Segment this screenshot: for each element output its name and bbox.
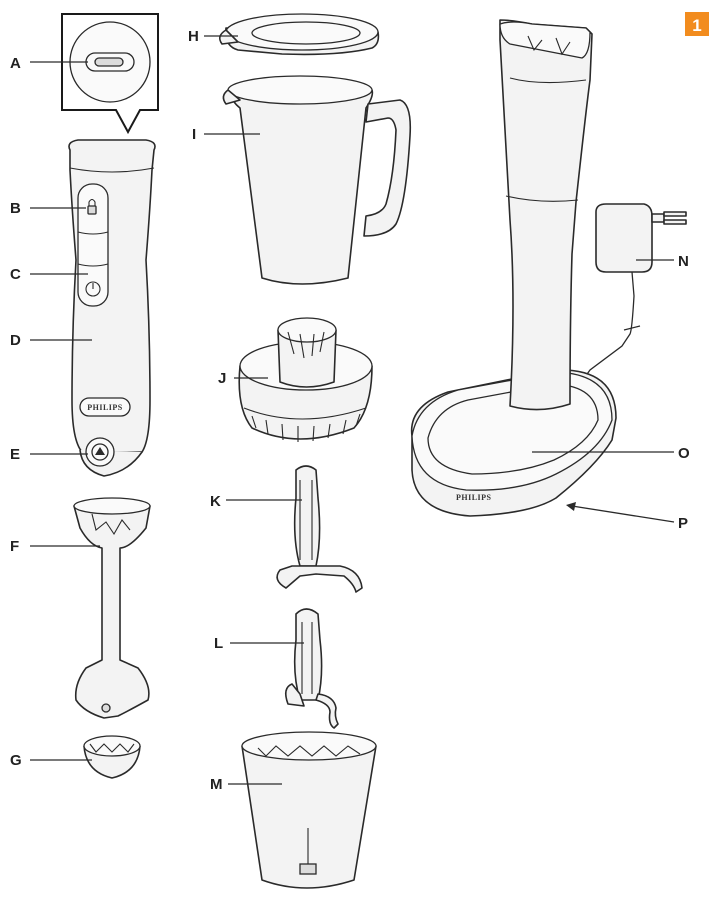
- chopper: [238, 317, 373, 442]
- label-O: O: [532, 445, 690, 462]
- motor-unit: PHILIPS: [68, 139, 156, 477]
- chopper-bowl: [241, 731, 377, 889]
- label-E: E: [10, 446, 88, 463]
- label-L-text: L: [214, 635, 223, 652]
- label-J-text: J: [218, 370, 226, 387]
- charger-adapter: [579, 203, 687, 385]
- label-D-text: D: [10, 332, 21, 349]
- label-C-text: C: [10, 266, 21, 283]
- label-G: G: [10, 752, 92, 769]
- figure-number-badge: 1: [685, 12, 709, 36]
- label-I-text: I: [192, 126, 196, 143]
- lock-icon: [87, 198, 97, 215]
- label-B: B: [10, 200, 86, 217]
- label-N: N: [636, 253, 689, 270]
- label-F-text: F: [10, 538, 19, 555]
- charging-stand: PHILIPS: [410, 19, 617, 517]
- label-P-text: P: [678, 515, 688, 532]
- label-J: J: [218, 370, 268, 387]
- beaker: [222, 75, 412, 285]
- blender-bar: [73, 497, 151, 719]
- label-E-text: E: [10, 446, 20, 463]
- label-H: H: [188, 28, 238, 45]
- label-K: K: [210, 493, 302, 510]
- label-A: A: [10, 55, 88, 72]
- label-M: M: [210, 776, 282, 793]
- badge-background: [685, 12, 709, 36]
- label-D: D: [10, 332, 92, 349]
- label-L: L: [214, 635, 304, 652]
- label-O-text: O: [678, 445, 690, 462]
- lock-indicator-inset: [61, 13, 159, 135]
- label-B-text: B: [10, 200, 21, 217]
- label-N-text: N: [678, 253, 689, 270]
- label-I: I: [192, 126, 260, 143]
- label-M-text: M: [210, 776, 223, 793]
- label-P: P: [566, 502, 688, 532]
- label-F: F: [10, 538, 100, 555]
- label-C: C: [10, 266, 88, 283]
- whisk-coupler: [276, 465, 363, 593]
- beaker-lid: [218, 13, 380, 56]
- motor-unit-brand: PHILIPS: [87, 403, 123, 412]
- whisk-unit: [284, 608, 339, 729]
- label-H-text: H: [188, 28, 199, 45]
- stand-brand: PHILIPS: [456, 493, 492, 502]
- label-K-text: K: [210, 493, 221, 510]
- label-G-text: G: [10, 752, 22, 769]
- blade-guard-ring: [83, 735, 141, 779]
- power-button-icon: [85, 281, 101, 297]
- label-A-text: A: [10, 55, 21, 72]
- figure-number: 1: [692, 16, 701, 35]
